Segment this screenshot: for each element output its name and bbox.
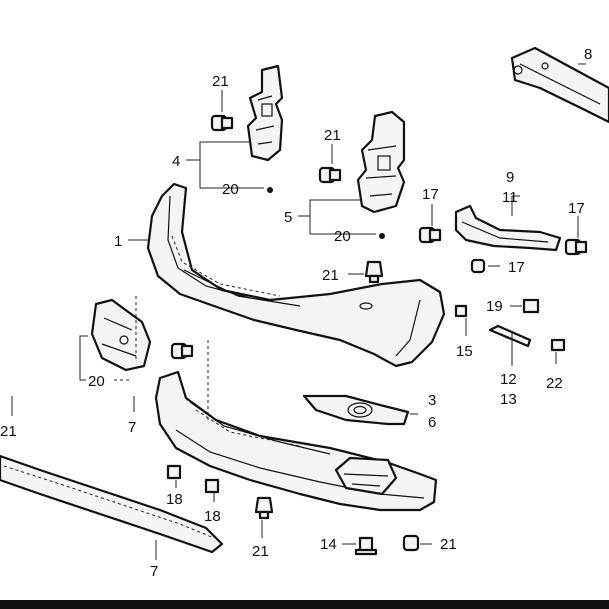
callout-7-lower: 7	[150, 563, 158, 580]
screw-22	[550, 338, 566, 352]
callout-4: 4	[172, 153, 180, 170]
callout-3: 3	[428, 392, 436, 409]
callout-20-upper: 20	[222, 181, 239, 198]
fastener-clips	[166, 114, 588, 556]
callout-17-left: 17	[422, 186, 439, 203]
callout-17-right: 17	[568, 200, 585, 217]
callout-11: 11	[502, 189, 518, 206]
callout-22: 22	[546, 375, 563, 392]
callout-9: 9	[506, 169, 514, 186]
bolt-21-bottom-right	[402, 534, 420, 552]
callout-18-right: 18	[204, 508, 221, 525]
bolt-17-right	[564, 238, 588, 256]
upper-left-bracket-part	[246, 64, 284, 162]
clip-20-upper	[267, 187, 273, 193]
clip-20-lower	[379, 233, 385, 239]
callout-1: 1	[114, 233, 122, 250]
clip-19	[522, 298, 540, 314]
callout-17-lower: 17	[508, 259, 525, 276]
side-bracket-part	[90, 298, 152, 372]
callout-7-upper: 7	[128, 419, 136, 436]
callout-20-left: 20	[88, 373, 105, 390]
bolt-21-upper-mid	[318, 166, 342, 184]
upper-right-bracket-part	[356, 110, 406, 214]
callout-19: 19	[486, 298, 503, 315]
bolt-17-lower	[470, 258, 486, 274]
callout-14: 14	[320, 536, 337, 553]
clip-18-left	[166, 464, 182, 480]
callout-13: 13	[500, 391, 517, 408]
reinforcement-beam-part	[510, 46, 609, 124]
lower-strip-part	[0, 454, 224, 554]
leader-lines	[11, 63, 586, 560]
callout-5: 5	[284, 209, 292, 226]
lower-bumper-part	[154, 370, 438, 512]
bolt-14	[354, 536, 378, 556]
bumper-cover-part	[146, 182, 446, 368]
callout-12: 12	[500, 371, 517, 388]
clip-21-bottom-center	[254, 496, 274, 520]
callout-20-mid: 20	[334, 228, 351, 245]
callout-21-center: 21	[322, 267, 339, 284]
clip-21-center	[364, 260, 384, 284]
callout-21-upper-left: 21	[212, 73, 229, 90]
stay-part	[488, 324, 532, 348]
bottom-frame-bar	[0, 600, 609, 609]
callout-18-left: 18	[166, 491, 183, 508]
callout-6: 6	[428, 414, 436, 431]
callout-21-left-edge: 21	[0, 423, 17, 440]
callout-labels: 1 3 4 5 6 7 7 8 9 11 12 13 14 15 17 17 1…	[0, 46, 592, 580]
wire-harness-part	[454, 204, 562, 252]
callout-21-bottom-right: 21	[440, 536, 457, 553]
bolt-21-mid-left	[170, 342, 194, 360]
callout-21-bottom-center: 21	[252, 543, 269, 560]
clip-18-right	[204, 478, 220, 494]
bolt-17-left	[418, 226, 442, 244]
fog-light-garnish-part	[302, 394, 410, 426]
bolt-21-upper-left	[210, 114, 234, 132]
clip-15	[454, 304, 468, 318]
callout-15: 15	[456, 343, 473, 360]
callout-21-upper-mid: 21	[324, 127, 341, 144]
callout-8: 8	[584, 46, 592, 63]
